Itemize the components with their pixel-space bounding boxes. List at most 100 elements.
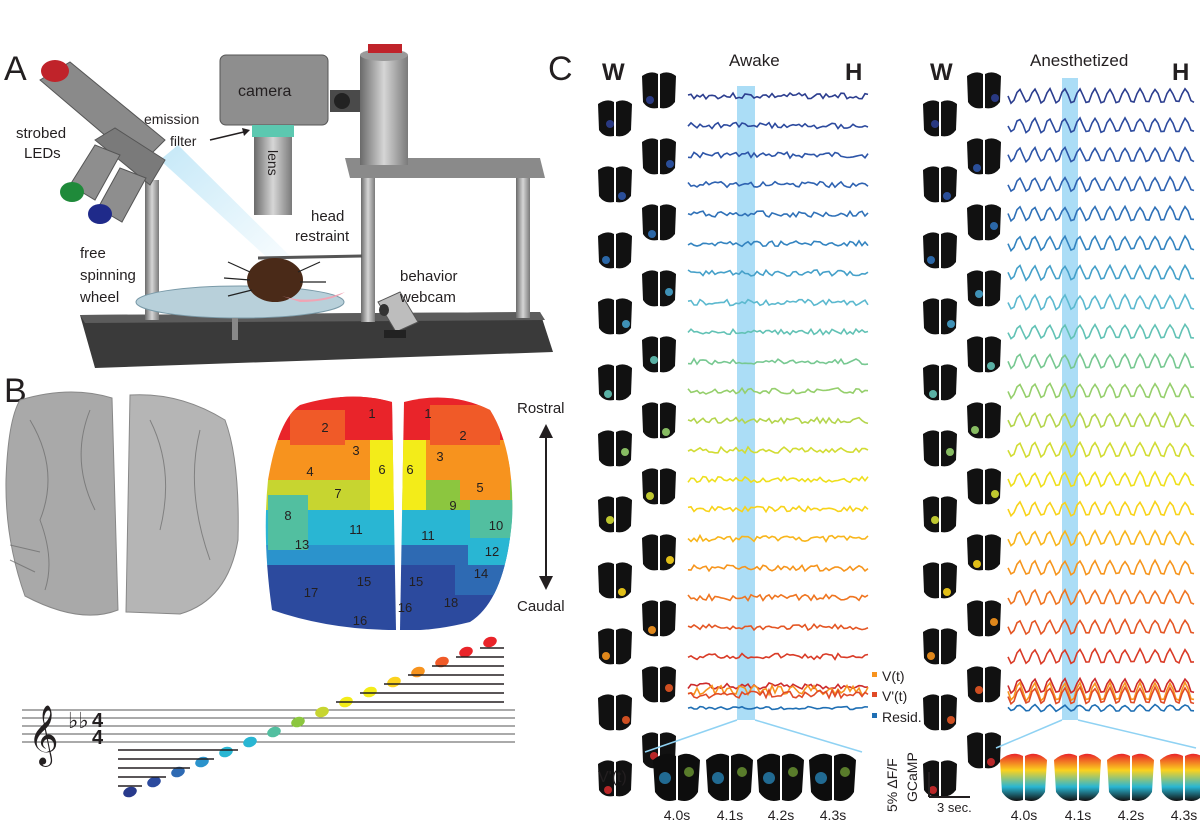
strobed-label-1: strobed (16, 125, 66, 142)
activity-trace (1007, 175, 1195, 193)
legend-vprime: V'(t) (882, 688, 907, 704)
mouse (247, 258, 303, 302)
webcam-label-2: webcam (399, 289, 456, 306)
brain-thumbnail (598, 166, 632, 203)
brain-thumbnail (598, 298, 632, 335)
atlas-region-label: 12 (485, 544, 499, 559)
atlas-region-label: 6 (378, 462, 385, 477)
brain-thumbnail (642, 336, 676, 373)
head-label-1: head (311, 208, 344, 225)
brain-thumbnail (642, 402, 676, 439)
atlas-region-label: 2 (459, 428, 466, 443)
brain-thumbnail (598, 496, 632, 533)
legend-vprime-swatch (872, 692, 877, 697)
frame-time-label: 4.2s (768, 807, 794, 823)
staff-note (219, 746, 233, 758)
base-platform (80, 312, 553, 368)
awake-time-band (737, 86, 755, 720)
activity-trace (687, 445, 869, 455)
atlas-region-label: 11 (349, 522, 363, 537)
activity-trace (1007, 703, 1195, 713)
brain-thumbnail (967, 336, 1001, 373)
lens-label: lens (265, 150, 281, 176)
music-staff: 𝄞♭♭44 (22, 636, 515, 798)
activity-trace (1007, 529, 1195, 547)
frame-time-label: 4.3s (1171, 807, 1197, 823)
activity-trace (687, 705, 869, 711)
scale-y-label-2: GCaMP (904, 752, 920, 802)
webcam (377, 291, 419, 333)
brain-thumbnail (967, 204, 1001, 241)
cortex-photo-right (125, 394, 239, 615)
spinning-wheel (135, 285, 345, 319)
activity-trace (687, 91, 869, 101)
anesth-time-band (1062, 78, 1078, 720)
scale-y-label-1: 5% ΔF/F (884, 758, 900, 812)
green-led (60, 182, 84, 202)
atlas-region-label: 7 (334, 486, 341, 501)
atlas-band-left (265, 565, 396, 630)
frame-time-label: 4.1s (1065, 807, 1091, 823)
activity-trace (1007, 381, 1195, 400)
scale-x-label: 3 sec. (937, 800, 972, 815)
brain-thumbnail (923, 496, 957, 533)
activity-trace (1007, 617, 1195, 636)
activity-trace (687, 504, 869, 514)
activity-trace (687, 652, 869, 661)
emission-arrow (209, 130, 249, 141)
activity-trace (1007, 146, 1195, 164)
activity-trace (687, 416, 869, 425)
activity-trace (687, 180, 869, 189)
vprime-frame (1107, 753, 1154, 801)
middle-post (361, 170, 375, 322)
focus-knob (368, 44, 402, 53)
head-bar (257, 254, 363, 260)
panel-a: A camera lens emission filter (4, 44, 553, 368)
brain-thumbnail (967, 534, 1001, 571)
caudal-label: Caudal (517, 598, 565, 615)
brain-thumbnail (598, 760, 632, 797)
activity-trace (1007, 204, 1195, 223)
staff-note (459, 646, 473, 658)
activity-trace (1007, 234, 1195, 253)
staff-note (267, 726, 281, 738)
emission-filter (252, 125, 294, 137)
vessels (9, 409, 211, 591)
wheel-label-3: wheel (79, 289, 119, 306)
brain-thumbnail (923, 562, 957, 599)
staff-note (171, 766, 185, 778)
staff-note (411, 666, 425, 678)
treble-clef: 𝄞 (28, 705, 59, 767)
atlas-region-label: 2 (321, 420, 328, 435)
atlas-region-label: 3 (352, 443, 359, 458)
brain-thumbnail (923, 298, 957, 335)
brain-thumbnail (923, 628, 957, 665)
activity-trace (1007, 676, 1195, 695)
brain-thumbnail (967, 138, 1001, 175)
anesth-w-label: W (930, 59, 953, 86)
activity-trace (687, 298, 869, 307)
activity-trace (1007, 411, 1195, 429)
staff-note (243, 736, 257, 748)
activity-trace (687, 623, 869, 632)
activity-trace (1007, 352, 1195, 370)
strobed-label-2: LEDs (24, 145, 61, 162)
activity-trace (1007, 116, 1195, 134)
brain-thumbnail (923, 100, 957, 137)
brain-thumbnail (967, 732, 1001, 769)
cortex-photo-left (5, 391, 119, 616)
vprime-frame (1000, 753, 1047, 801)
vprime-frame (1160, 753, 1200, 801)
panel-c-letter: C (548, 50, 573, 88)
frame-time-label: 4.3s (820, 807, 846, 823)
activity-trace (1007, 293, 1195, 311)
staff-note (315, 706, 329, 718)
frame-time-label: 4.1s (717, 807, 743, 823)
activity-trace (1007, 263, 1195, 282)
wheel-label-1: free (80, 245, 106, 262)
legend-v-swatch (872, 672, 877, 677)
legend-v: V(t) (882, 668, 905, 684)
atlas-region-label: 10 (489, 518, 503, 533)
